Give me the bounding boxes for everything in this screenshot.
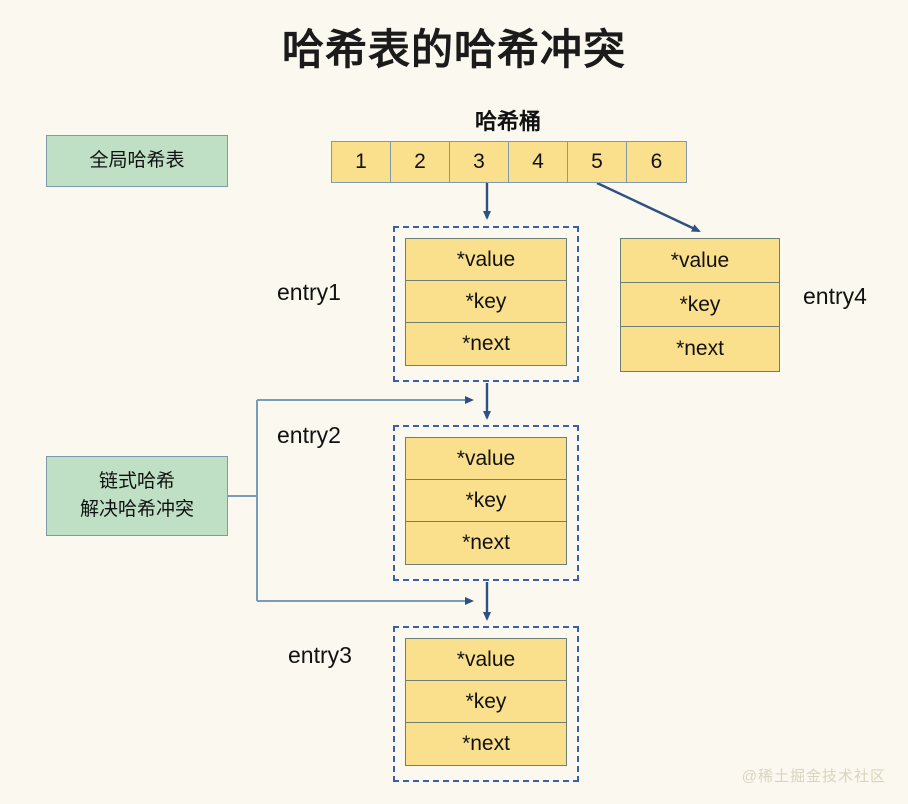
entry4-next-row: *next bbox=[676, 337, 724, 360]
bucket-cell-6[interactable]: 6 bbox=[627, 142, 686, 182]
entry1-group: *value *key *next bbox=[393, 226, 579, 382]
entry4-label: entry4 bbox=[803, 283, 867, 309]
wire-bucket5-to-entry4 bbox=[596, 181, 701, 233]
entry4-group: *value *key *next bbox=[620, 238, 780, 372]
entry2-key-row: *key bbox=[406, 480, 566, 522]
entry4-key-row: *key bbox=[621, 283, 779, 327]
chain-hash-label-line2: 解决哈希冲突 bbox=[79, 499, 194, 520]
entry3-next-row: *next bbox=[462, 732, 510, 755]
entry2-value-row: *value bbox=[406, 438, 566, 480]
global-hash-table-label: 全局哈希表 bbox=[89, 149, 185, 171]
entry3-group: *value *key *next bbox=[393, 626, 579, 782]
entry1-value-row: *value bbox=[406, 239, 566, 281]
chain-hash-label-line1: 链式哈希 bbox=[98, 470, 175, 492]
entry4-value-row: *value bbox=[621, 239, 779, 283]
bucket-cell-1[interactable]: 1 bbox=[332, 142, 391, 182]
entry2-group: *value *key *next bbox=[393, 425, 579, 581]
bucket-cell-5[interactable]: 5 bbox=[568, 142, 627, 182]
entry1-next-row: *next bbox=[462, 332, 510, 355]
entry3-node: *value *key *next bbox=[405, 638, 567, 766]
entry2-next-row: *next bbox=[462, 531, 510, 554]
bucket-cell-4[interactable]: 4 bbox=[509, 142, 568, 182]
entry1-key-row: *key bbox=[406, 281, 566, 323]
watermark: @稀土掘金技术社区 bbox=[741, 768, 886, 785]
entry3-value-row: *value bbox=[406, 639, 566, 681]
entry1-node: *value *key *next bbox=[405, 238, 567, 366]
entry3-label: entry3 bbox=[288, 642, 352, 668]
bucket-cell-3[interactable]: 3 bbox=[450, 142, 509, 182]
bucket-cell-2[interactable]: 2 bbox=[391, 142, 450, 182]
hash-bucket-title: 哈希桶 bbox=[474, 109, 541, 134]
entry2-label: entry2 bbox=[277, 422, 341, 448]
chain-hash-box: 链式哈希 解决哈希冲突 bbox=[46, 456, 228, 536]
hash-bucket-row: 1 2 3 4 5 6 bbox=[331, 141, 687, 183]
global-hash-table-box: 全局哈希表 bbox=[46, 135, 228, 187]
entry4-node: *value *key *next bbox=[620, 238, 780, 372]
entry1-label: entry1 bbox=[277, 279, 341, 305]
entry2-node: *value *key *next bbox=[405, 437, 567, 565]
page-title: 哈希表的哈希冲突 bbox=[281, 26, 626, 73]
entry3-key-row: *key bbox=[406, 681, 566, 723]
